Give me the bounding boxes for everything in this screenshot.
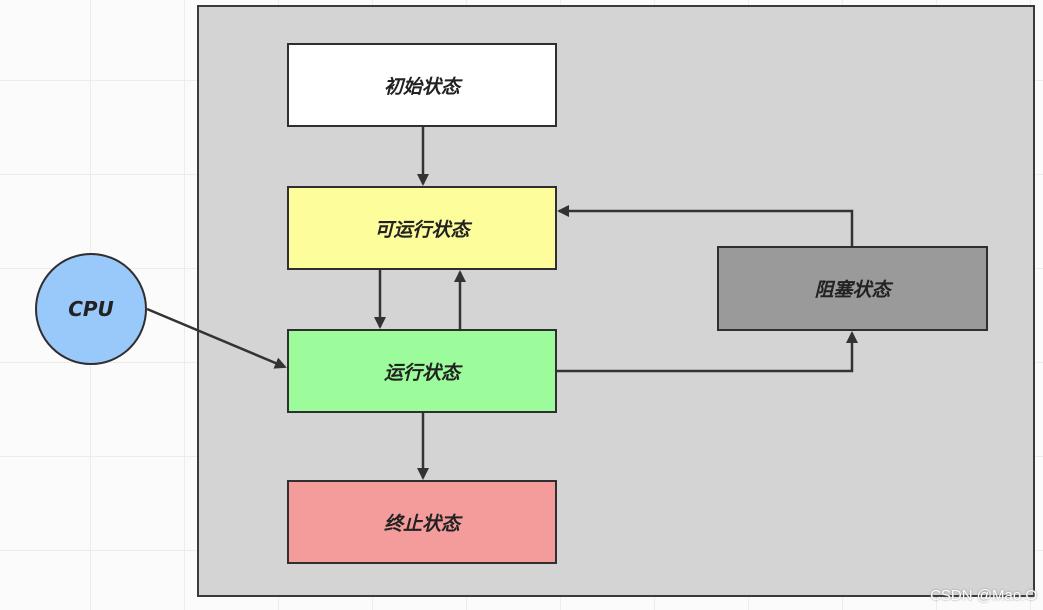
state-running: 运行状态	[287, 329, 557, 413]
state-runnable-label: 可运行状态	[374, 218, 470, 241]
watermark: CSDN @Mao.O	[930, 587, 1037, 604]
state-terminated-label: 终止状态	[383, 512, 460, 535]
state-initial-label: 初始状态	[383, 75, 460, 98]
cpu-node: CPU	[35, 253, 147, 365]
state-runnable: 可运行状态	[287, 186, 557, 270]
state-initial: 初始状态	[287, 43, 557, 127]
state-running-label: 运行状态	[383, 361, 460, 384]
state-blocked-label: 阻塞状态	[814, 279, 891, 301]
arrow-blocked-to-runnable	[557, 205, 854, 246]
arrow-running-to-blocked	[557, 331, 858, 373]
cpu-label: CPU	[68, 297, 114, 321]
state-terminated: 终止状态	[287, 480, 557, 564]
arrow-cpu-to-running	[146, 307, 287, 369]
state-blocked: 阻塞状态	[717, 246, 988, 331]
